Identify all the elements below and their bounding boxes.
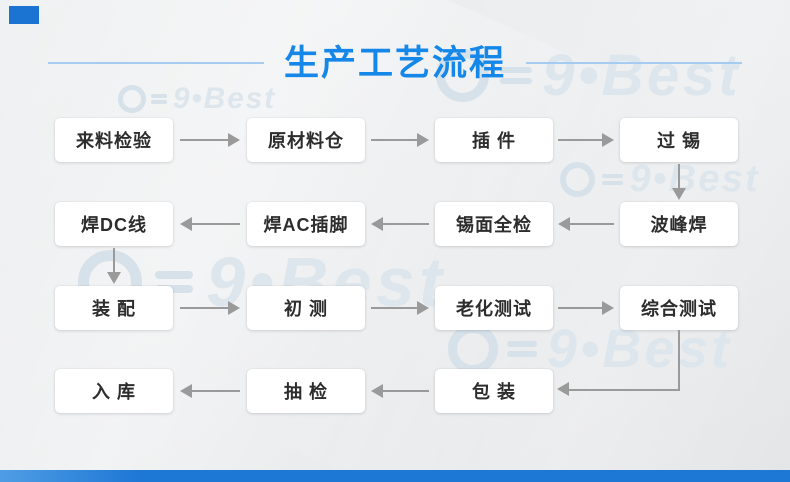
arrow-right-icon (371, 300, 429, 316)
arrow-left-icon (371, 216, 429, 232)
flow-step-box: 波峰焊 (620, 202, 738, 246)
flow-step-box: 焊DC线 (55, 202, 173, 246)
brand-watermark: 9•Best (560, 158, 760, 201)
title-divider-left (47, 62, 264, 64)
brand-logo-bars-icon (601, 173, 623, 186)
arrow-left-icon (371, 383, 429, 399)
flow-step-box: 来料检验 (55, 118, 173, 162)
flow-step-box: 装 配 (55, 286, 173, 330)
flow-step-box: 锡面全检 (435, 202, 553, 246)
arrow-left-icon (558, 216, 614, 232)
flow-step-box: 老化测试 (435, 286, 553, 330)
arrow-down-icon (671, 164, 687, 200)
arrow-left-icon (557, 382, 569, 396)
brand-watermark: 9•Best (118, 82, 276, 116)
brand-logo-ring-icon (118, 85, 146, 113)
flow-step-box: 入 库 (55, 369, 173, 413)
flow-step-box: 包 装 (435, 369, 553, 413)
brand-logo-ring-icon (560, 162, 595, 197)
brand-watermark-text: 9•Best (629, 158, 760, 200)
page-title: 生产工艺流程 (283, 43, 506, 83)
arrow-left-icon (180, 383, 240, 399)
arrow-left-icon (180, 216, 240, 232)
arrow-down-icon (106, 248, 122, 284)
bottom-accent-bar (0, 470, 790, 482)
title-divider-right (526, 62, 742, 64)
brand-logo-bars-icon (507, 340, 538, 358)
flow-step-box: 过 锡 (620, 118, 738, 162)
brand-watermark-text: 9•Best (172, 82, 276, 115)
arrow-right-icon (180, 132, 240, 148)
flow-step-box: 焊AC插脚 (247, 202, 365, 246)
brand-logo-ring-icon (448, 324, 498, 374)
flow-step-box: 原材料仓 (247, 118, 365, 162)
elbow-connector (568, 330, 680, 391)
arrow-right-icon (371, 132, 429, 148)
title-section: 生产工艺流程 (0, 40, 790, 86)
flow-step-box: 抽 检 (247, 369, 365, 413)
arrow-right-icon (558, 300, 614, 316)
arrow-right-icon (180, 300, 240, 316)
arrow-right-icon (558, 132, 614, 148)
flow-step-box: 插 件 (435, 118, 553, 162)
flow-step-box: 综合测试 (620, 286, 738, 330)
brand-logo-bars-icon (150, 94, 168, 104)
top-left-accent (9, 6, 39, 24)
flow-step-box: 初 测 (247, 286, 365, 330)
